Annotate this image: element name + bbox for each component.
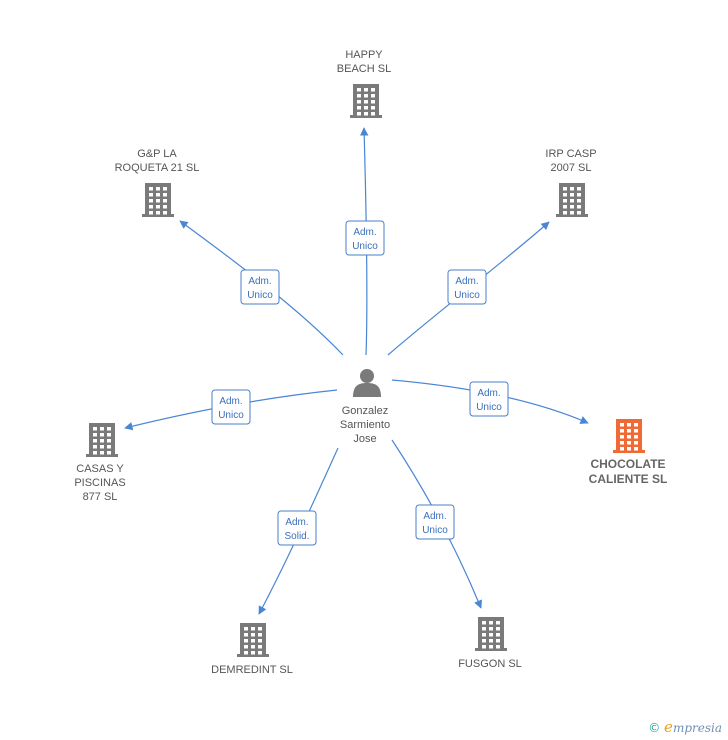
node-happy-beach[interactable]: HAPPY BEACH SL	[337, 49, 391, 118]
node-casas-y-piscinas[interactable]: CASAS Y PISCINAS 877 SL	[74, 423, 126, 503]
edge-gp-la-roqueta: Adm. Unico	[179, 220, 344, 356]
svg-text:CHOCOLATE: CHOCOLATE	[590, 457, 665, 471]
node-demredint[interactable]: DEMREDINT SL	[211, 623, 293, 676]
edge-label-text: Adm.	[219, 396, 242, 407]
company-label: G&P LA ROQUETA 21 SL	[115, 148, 200, 174]
edge-label-text: Adm.	[285, 517, 308, 528]
edge-label-text: Adm.	[423, 511, 446, 522]
edge-label-text: Solid.	[284, 531, 309, 542]
edge-demredint: Adm. Solid.	[258, 447, 339, 615]
node-fusgon[interactable]: FUSGON SL	[458, 617, 522, 670]
edge-label-text: Unico	[218, 410, 244, 421]
edge-label-text: Unico	[247, 290, 273, 301]
svg-text:CALIENTE SL: CALIENTE SL	[589, 472, 668, 486]
node-gp-la-roqueta[interactable]: G&P LA ROQUETA 21 SL	[115, 148, 200, 217]
svg-text:2007 SL: 2007 SL	[551, 162, 592, 174]
edge-label-text: Unico	[352, 241, 378, 252]
svg-text:DEMREDINT SL: DEMREDINT SL	[211, 664, 293, 676]
edge-label-text: Adm.	[248, 276, 271, 287]
company-label: CASAS Y PISCINAS 877 SL	[74, 463, 125, 503]
edge-fusgon: Adm. Unico	[391, 439, 482, 609]
edge-label-text: Unico	[476, 402, 502, 413]
edge-label-box	[277, 510, 317, 546]
building-icon	[350, 84, 382, 118]
building-icon	[86, 423, 118, 457]
edge-label-box	[415, 504, 455, 540]
edge-label-box	[447, 269, 487, 305]
svg-text:CASAS Y: CASAS Y	[76, 463, 124, 475]
building-icon	[142, 183, 174, 217]
svg-text:IRP CASP: IRP CASP	[545, 148, 596, 160]
edge-label-box	[469, 381, 509, 417]
svg-text:ROQUETA 21 SL: ROQUETA 21 SL	[115, 162, 200, 174]
node-irp-casp[interactable]: IRP CASP 2007 SL	[545, 148, 597, 217]
edge-label-box	[211, 389, 251, 425]
edge-label-box	[240, 269, 280, 305]
svg-text:Sarmiento: Sarmiento	[340, 419, 390, 431]
edge-label-text: Adm.	[353, 227, 376, 238]
edge-label-text: Adm.	[477, 388, 500, 399]
svg-text:Jose: Jose	[353, 433, 376, 445]
edge-happy-beach: Adm. Unico	[345, 127, 385, 356]
svg-text:Gonzalez: Gonzalez	[342, 405, 388, 417]
svg-text:FUSGON SL: FUSGON SL	[458, 658, 522, 670]
company-label: FUSGON SL	[458, 658, 522, 670]
edge-chocolate-caliente: Adm. Unico	[391, 379, 589, 424]
copyright-icon: ©	[648, 721, 661, 735]
edge-label-text: Unico	[422, 525, 448, 536]
company-label: HAPPY BEACH SL	[337, 49, 391, 75]
edge-label-box	[345, 220, 385, 256]
edge-irp-casp: Adm. Unico	[387, 221, 550, 356]
svg-text:G&P LA: G&P LA	[137, 148, 177, 160]
person-icon	[353, 369, 381, 397]
svg-text:BEACH SL: BEACH SL	[337, 63, 391, 75]
edge-label-text: Adm.	[455, 276, 478, 287]
building-icon	[556, 183, 588, 217]
edge-label-text: Unico	[454, 290, 480, 301]
company-label: IRP CASP 2007 SL	[545, 148, 596, 174]
building-icon	[475, 617, 507, 651]
edge-casas-y-piscinas: Adm. Unico	[124, 389, 338, 431]
building-icon	[237, 623, 269, 657]
svg-text:PISCINAS: PISCINAS	[74, 477, 125, 489]
svg-text:HAPPY: HAPPY	[345, 49, 383, 61]
svg-text:877 SL: 877 SL	[83, 491, 118, 503]
building-icon	[613, 419, 645, 453]
company-label: DEMREDINT SL	[211, 664, 293, 676]
brand-logo: © empresia	[648, 718, 722, 736]
